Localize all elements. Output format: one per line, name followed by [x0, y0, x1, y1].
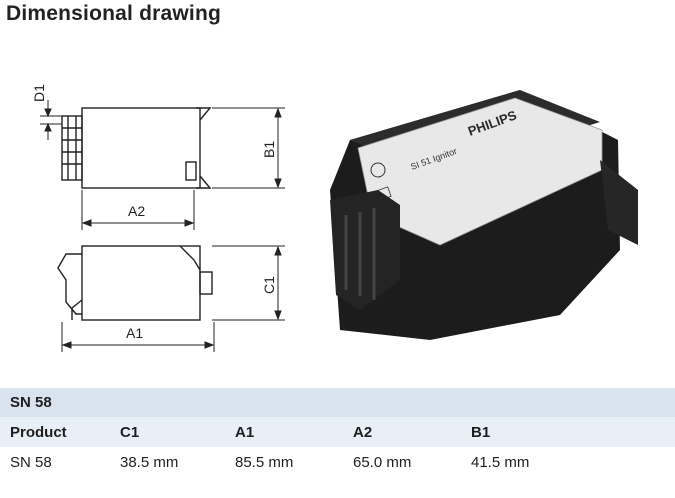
- cell-product: SN 58: [10, 453, 52, 471]
- side-view-drawing: [61, 107, 212, 189]
- dimensional-drawing: D1 B1 A2 C1 A1: [31, 84, 638, 352]
- header-a2: A2: [353, 423, 373, 441]
- product-photo: PHILIPS SI 51 Ignitor: [330, 90, 638, 340]
- product-table: SN 58 Product C1 A1 A2 B1 SN 58 38.5 mm …: [0, 388, 675, 477]
- table-header-row: Product C1 A1 A2 B1: [0, 417, 675, 447]
- dimension-b1: [212, 107, 285, 189]
- label-a1: A1: [126, 325, 143, 341]
- dimension-c1: [212, 245, 285, 321]
- dimension-d1: [40, 100, 62, 140]
- header-b1: B1: [471, 423, 491, 441]
- dimension-a1: [61, 322, 215, 352]
- dimension-a2: [81, 190, 195, 230]
- label-c1: C1: [261, 276, 277, 294]
- header-product: Product: [10, 423, 67, 441]
- cell-b1: 41.5 mm: [471, 453, 530, 471]
- cell-a2: 65.0 mm: [353, 453, 412, 471]
- label-a2: A2: [128, 203, 145, 219]
- front-view-drawing: [57, 245, 213, 321]
- label-b1: B1: [261, 141, 277, 158]
- header-a1: A1: [235, 423, 255, 441]
- label-d1: D1: [31, 84, 47, 102]
- header-c1: C1: [120, 423, 140, 441]
- table-title-text: SN 58: [10, 394, 52, 411]
- table-row: SN 58 38.5 mm 85.5 mm 65.0 mm 41.5 mm: [0, 447, 675, 477]
- cell-a1: 85.5 mm: [235, 453, 294, 471]
- page-title: Dimensional drawing: [6, 2, 221, 25]
- table-title: SN 58: [0, 388, 675, 417]
- cell-c1: 38.5 mm: [120, 453, 179, 471]
